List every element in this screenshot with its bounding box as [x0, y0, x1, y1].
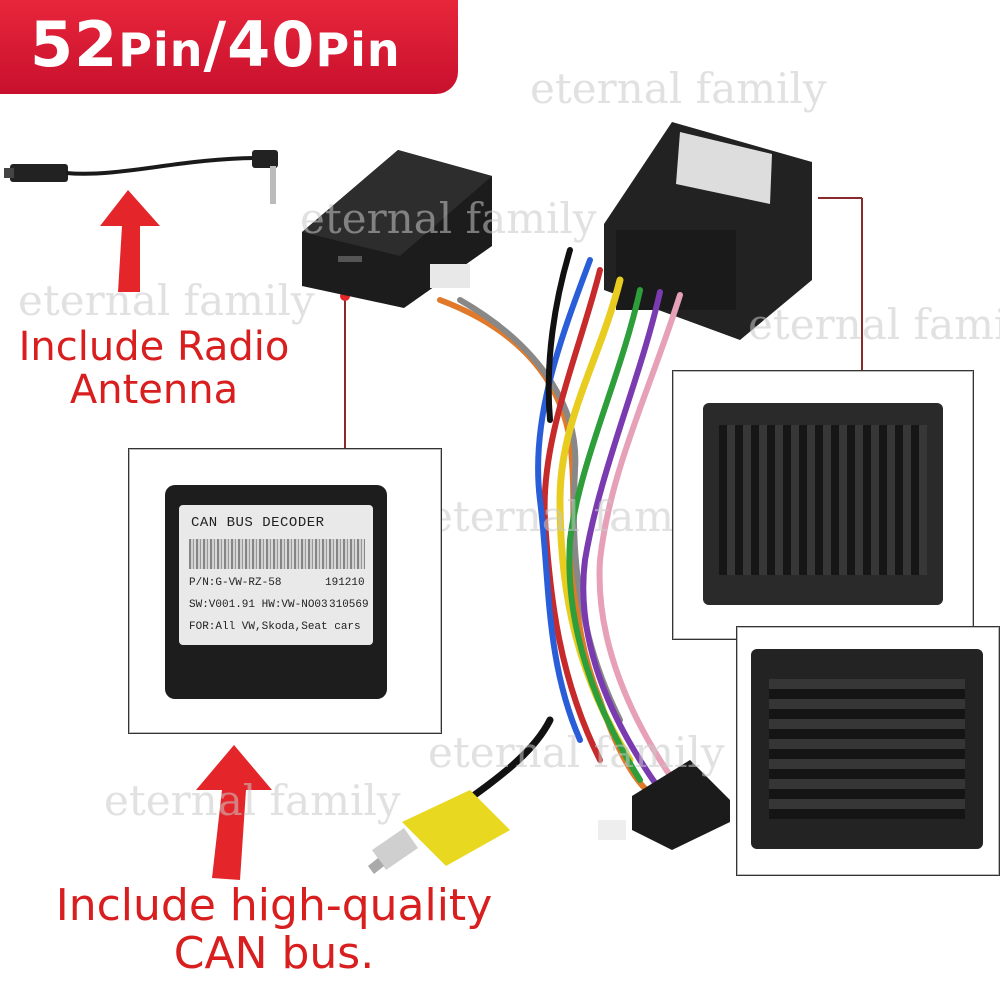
- watermark: eternal family: [104, 776, 401, 825]
- badge-number-52: 52: [30, 8, 119, 81]
- title-badge: 52Pin/40Pin: [0, 0, 458, 94]
- canbus-callout: Include high-quality CAN bus.: [54, 882, 494, 977]
- connector-pins: [769, 679, 965, 819]
- canbus-callout-line2: CAN bus.: [173, 927, 375, 979]
- antenna-callout: Include Radio Antenna: [14, 324, 294, 414]
- connector-detail-frame-bottom: [736, 626, 1000, 876]
- decoder-box: CAN BUS DECODER P/N:G-VW-RZ-58 191210 SW…: [165, 485, 387, 699]
- watermark: eternal family: [428, 728, 725, 777]
- decoder-sw: SW:V001.91 HW:VW-NO03: [189, 599, 328, 611]
- decoder-sw-code: 310569: [329, 599, 369, 611]
- radio-antenna-cable: [4, 150, 278, 204]
- arrow-up-icon: [196, 745, 272, 880]
- decoder-label: CAN BUS DECODER P/N:G-VW-RZ-58 191210 SW…: [179, 505, 373, 645]
- badge-slash: /: [203, 8, 228, 81]
- badge-pin-1: Pin: [118, 23, 204, 77]
- watermark: eternal family: [530, 64, 827, 113]
- wire-bundle: [436, 247, 683, 824]
- quadlock-connector-top: [604, 122, 812, 340]
- decoder-pn-code: 191210: [325, 577, 365, 589]
- badge-number-40: 40: [227, 8, 316, 81]
- watermark: eternal family: [300, 194, 597, 243]
- decoder-barcode: [189, 539, 365, 569]
- rca-connector: [368, 790, 510, 874]
- decoder-for: FOR:All VW,Skoda,Seat cars: [189, 621, 361, 633]
- can-decoder-module: [302, 150, 492, 308]
- connector-face: [703, 403, 943, 605]
- badge-pin-2: Pin: [315, 23, 401, 77]
- decoder-detail-frame: CAN BUS DECODER P/N:G-VW-RZ-58 191210 SW…: [128, 448, 442, 734]
- decoder-title: CAN BUS DECODER: [191, 515, 325, 531]
- watermark: eternal family: [748, 300, 1000, 349]
- connector-face: [751, 649, 983, 849]
- iso-connector-bottom: [598, 760, 730, 850]
- watermark: eternal family: [18, 276, 315, 325]
- connector-pins: [719, 425, 927, 575]
- antenna-callout-line1: Include Radio: [18, 324, 290, 370]
- decoder-pn: P/N:G-VW-RZ-58: [189, 577, 282, 589]
- arrow-up-icon: [100, 190, 160, 292]
- canbus-callout-line1: Include high-quality: [55, 880, 493, 931]
- badge-title: 52Pin/40Pin: [30, 8, 401, 81]
- connector-detail-frame-top: [672, 370, 974, 640]
- antenna-callout-line2: Antenna: [69, 367, 239, 414]
